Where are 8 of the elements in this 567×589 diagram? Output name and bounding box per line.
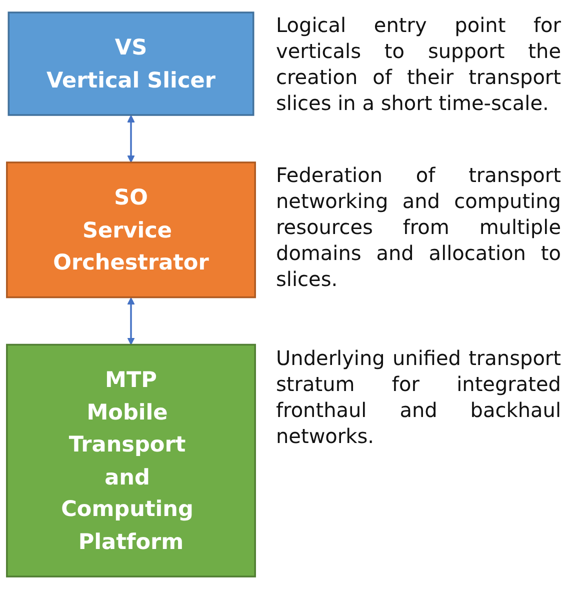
description-text: Federation of transport networking and computing resources from multiple domains and allocation to slices. <box>276 162 561 292</box>
arrow <box>127 297 135 346</box>
description-text: Underlying unified transport stratum for integrated fronthaul and backhaul networks. <box>276 344 561 449</box>
node-box: SO Service Orchestrator <box>6 162 256 298</box>
arrow <box>127 115 135 163</box>
node-box: MTP Mobile Transport and Computing Platform <box>6 344 256 578</box>
description-text: Logical entry point for verticals to support the creation of their transport slices in a short time-scale. <box>276 12 561 116</box>
node-box: VS Vertical Slicer <box>8 12 254 116</box>
